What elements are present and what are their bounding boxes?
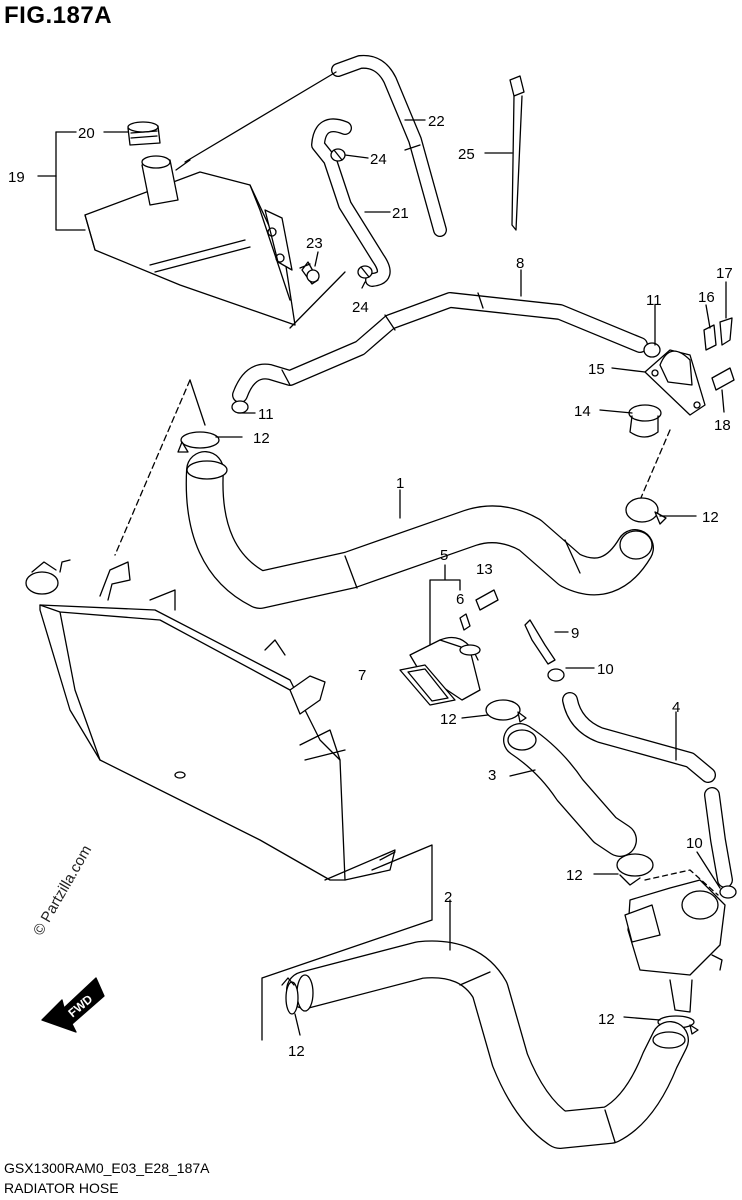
callout-18: 18 <box>714 417 731 434</box>
clamp-12-pump-upper[interactable] <box>616 853 654 886</box>
callout-12-c: 12 <box>440 711 457 728</box>
water-pump[interactable] <box>624 879 726 1013</box>
clamp-12-mid[interactable] <box>485 699 527 723</box>
callout-12-d: 12 <box>566 867 583 884</box>
callout-24-upper: 24 <box>370 151 387 168</box>
callout-9: 9 <box>571 625 579 642</box>
bolt-16[interactable] <box>703 324 717 351</box>
callout-17: 17 <box>716 265 733 282</box>
callout-13: 13 <box>476 561 493 578</box>
fitting-9[interactable] <box>524 619 556 665</box>
callout-24-lower: 24 <box>352 299 369 316</box>
callout-5: 5 <box>440 547 448 564</box>
callout-21: 21 <box>392 205 409 222</box>
callout-4: 4 <box>672 699 680 716</box>
callout-19: 19 <box>8 169 25 186</box>
callout-2: 2 <box>444 889 452 906</box>
hose-21[interactable] <box>311 118 391 287</box>
callout-12-a: 12 <box>253 430 270 447</box>
figure-code: GSX1300RAM0_E03_E28_187A <box>4 1160 210 1176</box>
callout-7: 7 <box>358 667 366 684</box>
hose-1[interactable] <box>185 451 654 609</box>
callout-12-e: 12 <box>598 1011 615 1028</box>
callout-16: 16 <box>698 289 715 306</box>
callout-8: 8 <box>516 255 524 272</box>
clamp-12-hose1-left[interactable] <box>177 431 220 453</box>
clip-11-right[interactable] <box>643 342 661 358</box>
leader-lines <box>37 119 727 1036</box>
callout-11-left: 11 <box>258 406 274 423</box>
callout-1: 1 <box>396 475 404 492</box>
callout-12-b: 12 <box>702 509 719 526</box>
cable-tie-25[interactable] <box>509 75 525 231</box>
clip-24-lower[interactable] <box>357 265 373 279</box>
clamp-12-hose2-left[interactable] <box>281 977 299 1015</box>
callout-3: 3 <box>488 767 496 784</box>
callout-25: 25 <box>458 146 475 163</box>
thermo-case-5[interactable] <box>409 636 481 701</box>
thermostat-14[interactable] <box>628 404 662 438</box>
callout-22: 22 <box>428 113 445 130</box>
callout-15: 15 <box>588 361 605 378</box>
callout-23: 23 <box>306 235 323 252</box>
figure-name: RADIATOR HOSE <box>4 1180 119 1196</box>
gasket-7[interactable] <box>399 664 456 706</box>
callout-labels: 1 2 3 4 5 6 7 8 9 10 10 11 11 12 12 12 1… <box>8 113 733 1060</box>
reservoir-tank[interactable] <box>84 155 296 326</box>
callout-6: 6 <box>456 591 464 608</box>
clip-10-lower[interactable] <box>719 885 737 899</box>
clip-10-upper[interactable] <box>547 668 565 682</box>
clip-24-upper[interactable] <box>330 148 346 162</box>
callout-12-f: 12 <box>288 1043 305 1060</box>
radiator[interactable] <box>25 559 396 881</box>
fwd-arrow-icon: FWD <box>41 977 105 1033</box>
bolt-6[interactable] <box>459 613 471 631</box>
hose-8[interactable] <box>232 292 648 403</box>
figure-title: FIG.187A <box>4 2 113 29</box>
thermostat-cover-15[interactable] <box>644 349 706 416</box>
reservoir-cap[interactable] <box>127 121 161 146</box>
overflow-hose-22[interactable] <box>184 54 447 237</box>
hose-3[interactable] <box>503 723 637 857</box>
bolt-23[interactable] <box>299 261 320 285</box>
bolt-18[interactable] <box>711 367 735 391</box>
callout-20: 20 <box>78 125 95 142</box>
bolt-13[interactable] <box>475 589 499 611</box>
bolt-17[interactable] <box>719 317 733 346</box>
callout-10-upper: 10 <box>597 661 614 678</box>
callout-11-right: 11 <box>646 292 662 309</box>
hose-4[interactable] <box>562 692 733 888</box>
hose-2[interactable] <box>286 940 689 1149</box>
clamp-12-hose1-right[interactable] <box>625 497 667 525</box>
callout-14: 14 <box>574 403 591 420</box>
callout-10-lower: 10 <box>686 835 703 852</box>
clip-11-left[interactable] <box>231 400 249 414</box>
